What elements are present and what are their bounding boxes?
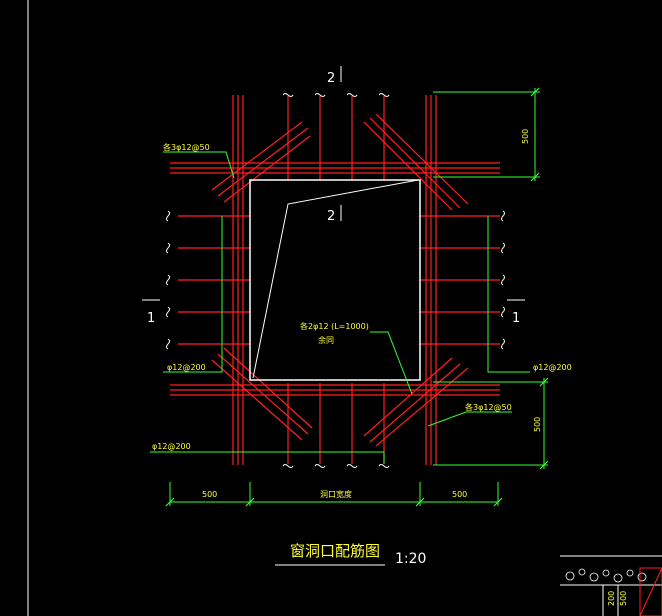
section-mark-inner: 2 [327, 209, 335, 224]
section-mark-top: 2 [327, 71, 335, 86]
section-mark-left: 1 [147, 311, 155, 326]
dim-bottom-right: 500 [533, 417, 542, 432]
squiggle-marks [166, 93, 505, 468]
label-inner-bar-sub: 余同 [318, 335, 334, 345]
dimension-group [150, 88, 548, 506]
dimension-ticks [165, 87, 549, 507]
rebar-group [170, 95, 500, 465]
dim-top-right: 500 [521, 129, 530, 144]
dim-corner-b: 500 [619, 591, 628, 606]
section-mark-right: 1 [512, 311, 520, 326]
corner-detail: 200 500 [560, 555, 662, 616]
label-right-bar: φ12@200 [533, 363, 572, 372]
label-inner-bar: 各2φ12 (L=1000) [300, 321, 369, 331]
label-bottom-bar: φ12@200 [152, 442, 191, 451]
dim-corner-a: 200 [607, 591, 616, 606]
dim-bottom-right-h: 500 [452, 490, 467, 499]
label-diag-top-left: 各3φ12@50 [163, 142, 210, 152]
label-left-bar: φ12@200 [167, 363, 206, 372]
label-diag-bottom-right: 各3φ12@50 [465, 402, 512, 412]
section-mark-lines [142, 66, 525, 566]
drawing-title: 窗洞口配筋图 [290, 542, 380, 560]
opening-break-line [252, 179, 419, 379]
dim-bottom-mid: 洞口宽度 [320, 489, 352, 499]
drawing-scale: 1:20 [395, 551, 426, 567]
dim-bottom-left: 500 [202, 490, 217, 499]
window-opening [249, 179, 421, 381]
